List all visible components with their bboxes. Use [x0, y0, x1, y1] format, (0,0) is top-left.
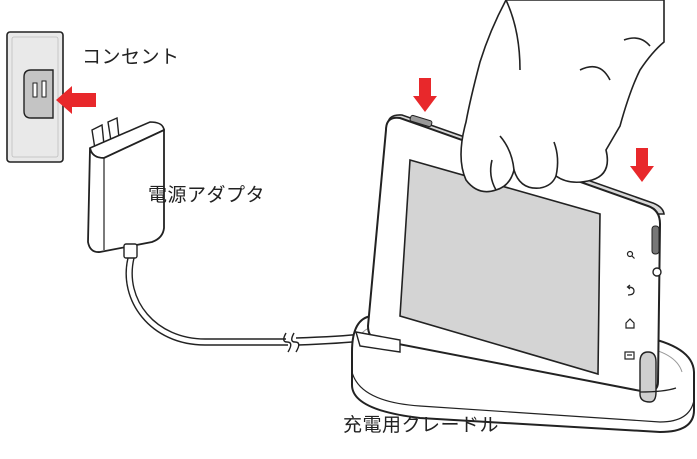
- cradle-front-lip: [355, 331, 677, 393]
- arrow-down-icon: [630, 148, 654, 182]
- arrow-down-icon: [413, 78, 437, 112]
- arrow-left-icon: [56, 86, 96, 114]
- cradle-label: 充電用クレードル: [343, 414, 500, 436]
- hand: [460, 0, 665, 193]
- power-cable: [125, 257, 363, 353]
- adapter-label: 電源アダプタ: [148, 184, 266, 206]
- outlet-label: コンセント: [82, 46, 180, 68]
- tablet-device: [366, 114, 665, 403]
- search-icon: [626, 250, 635, 259]
- wall-outlet: [6, 31, 64, 163]
- menu-icon: [624, 351, 635, 360]
- home-icon: [625, 318, 635, 329]
- back-icon: [626, 284, 635, 296]
- tablet-screen: [399, 158, 601, 376]
- power-adapter: [87, 116, 165, 259]
